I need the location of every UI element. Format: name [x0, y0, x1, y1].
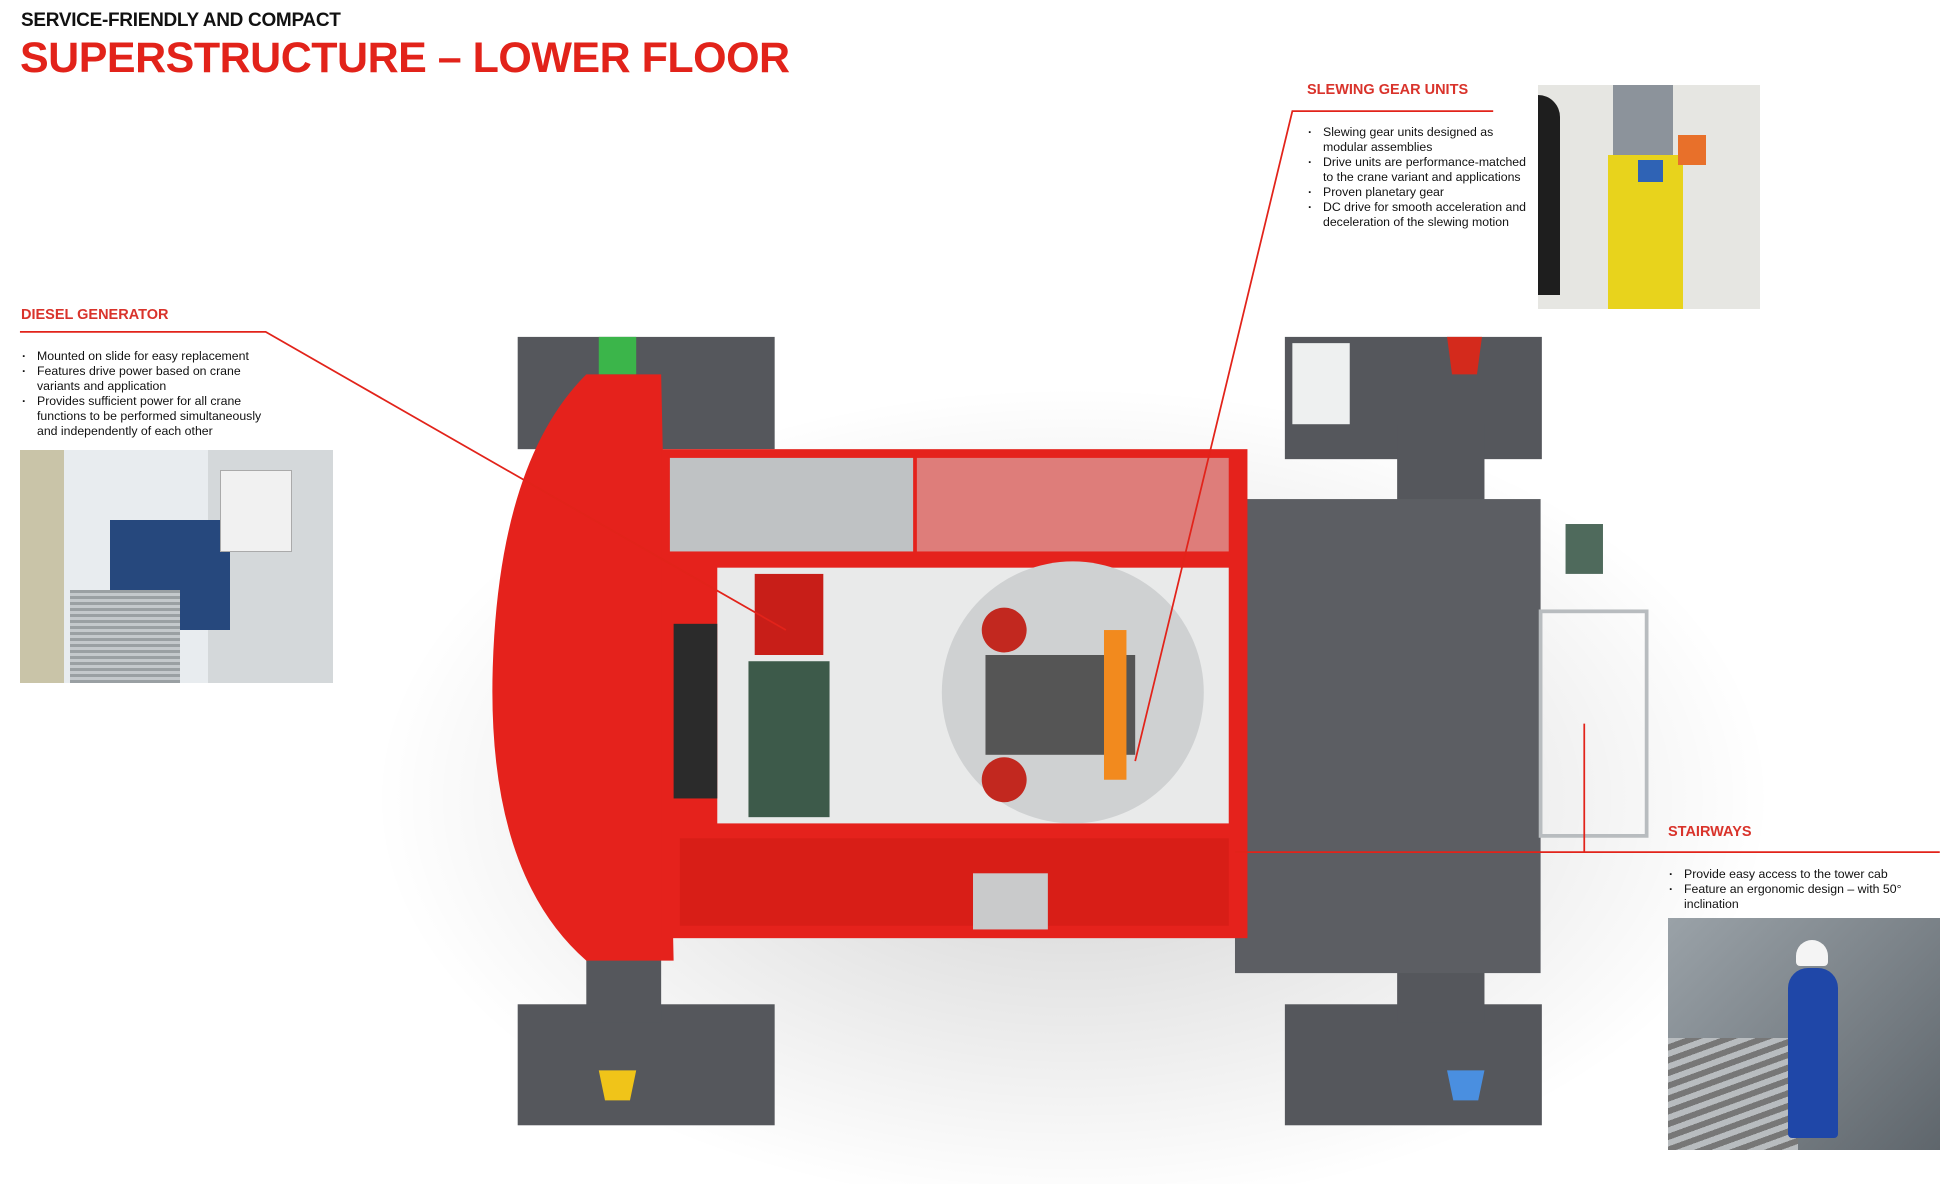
bullet-item: Feature an ergonomic design – with 50° i… [1668, 882, 1918, 912]
stair-hatch [973, 873, 1048, 930]
page-title: SUPERSTRUCTURE – LOWER FLOOR [20, 34, 790, 82]
leader-lines [19, 110, 1940, 853]
bullet-item: Provides sufficient power for all crane … [21, 394, 281, 439]
page-subtitle: SERVICE-FRIENDLY AND COMPACT [21, 10, 341, 31]
diesel-generator-heading: DIESEL GENERATOR [21, 307, 169, 323]
bullet-item: Provide easy access to the tower cab [1668, 867, 1918, 882]
slewing-gear-bullets: Slewing gear units designed as modular a… [1307, 125, 1537, 230]
diesel-generator-photo [20, 450, 333, 683]
red-marker [1447, 336, 1482, 375]
bullet-item: Features drive power based on crane vari… [21, 364, 281, 394]
blue-marker [1447, 1070, 1485, 1101]
stairways-heading: STAIRWAYS [1668, 824, 1752, 840]
stair-railing [1538, 609, 1649, 838]
diesel-generator-bullets: Mounted on slide for easy replacement Fe… [21, 349, 281, 439]
bullet-item: Mounted on slide for easy replacement [21, 349, 281, 364]
counterweight [492, 374, 674, 961]
yellow-marker [598, 1070, 637, 1101]
slewing-gear-1 [981, 607, 1027, 653]
slewing-gear-2 [981, 757, 1027, 803]
stairways-photo [1668, 918, 1940, 1150]
stairways-bullets: Provide easy access to the tower cab Fea… [1668, 867, 1918, 912]
slewing-gear-heading: SLEWING GEAR UNITS [1307, 82, 1469, 98]
bullet-item: DC drive for smooth acceleration and dec… [1307, 200, 1537, 230]
bullet-item: Proven planetary gear [1307, 185, 1537, 200]
bullet-item: Drive units are performance-matched to t… [1307, 155, 1537, 185]
green-marker [598, 336, 637, 375]
slewing-gear-photo [1538, 85, 1760, 309]
bullet-item: Slewing gear units designed as modular a… [1307, 125, 1537, 155]
